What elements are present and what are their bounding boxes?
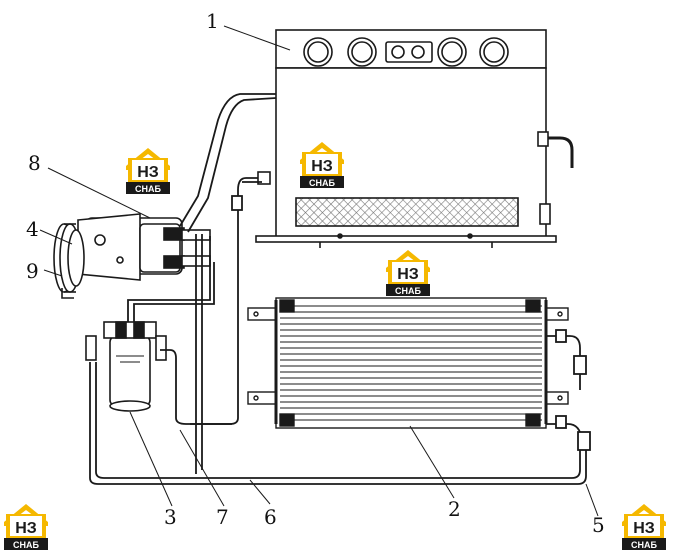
callout-2: 2 xyxy=(448,497,461,521)
receiver-drier xyxy=(85,321,167,412)
callout-7: 7 xyxy=(216,505,229,529)
svg-text:НЗ: НЗ xyxy=(15,520,37,537)
watermark-logo: НЗ СНАБ xyxy=(126,148,170,194)
control-knobs xyxy=(303,37,509,67)
callout-1: 1 xyxy=(206,9,219,33)
watermark-logo: НЗ СНАБ xyxy=(386,250,430,296)
condenser-fins xyxy=(280,305,542,421)
svg-text:СНАБ: СНАБ xyxy=(631,540,657,550)
svg-text:СНАБ: СНАБ xyxy=(395,286,421,296)
svg-text:СНАБ: СНАБ xyxy=(13,540,39,550)
evaporator-grille xyxy=(295,197,519,227)
condenser xyxy=(247,297,569,429)
clutch-pulley xyxy=(53,223,85,299)
callout-8: 8 xyxy=(28,151,41,175)
compressor xyxy=(77,213,211,281)
callout-4: 4 xyxy=(26,217,39,241)
watermark-logo: НЗ СНАБ xyxy=(622,504,666,550)
watermark-logo: НЗ СНАБ xyxy=(4,504,48,550)
callout-6: 6 xyxy=(264,505,277,529)
leader-lines xyxy=(39,25,599,517)
svg-text:СНАБ: СНАБ xyxy=(135,184,161,194)
callout-5: 5 xyxy=(592,513,605,537)
evaporator-unit xyxy=(255,29,574,248)
svg-text:НЗ: НЗ xyxy=(137,164,159,181)
svg-text:НЗ: НЗ xyxy=(633,520,655,537)
callout-3: 3 xyxy=(164,505,177,529)
svg-text:НЗ: НЗ xyxy=(311,158,333,175)
svg-text:НЗ: НЗ xyxy=(397,266,419,283)
svg-text:СНАБ: СНАБ xyxy=(309,178,335,188)
callout-numbers: 1 2 3 4 5 6 7 8 9 xyxy=(26,9,605,537)
callout-9: 9 xyxy=(26,259,39,283)
refrigerant-lines xyxy=(89,93,591,485)
watermark-logo: НЗ СНАБ xyxy=(300,142,344,188)
